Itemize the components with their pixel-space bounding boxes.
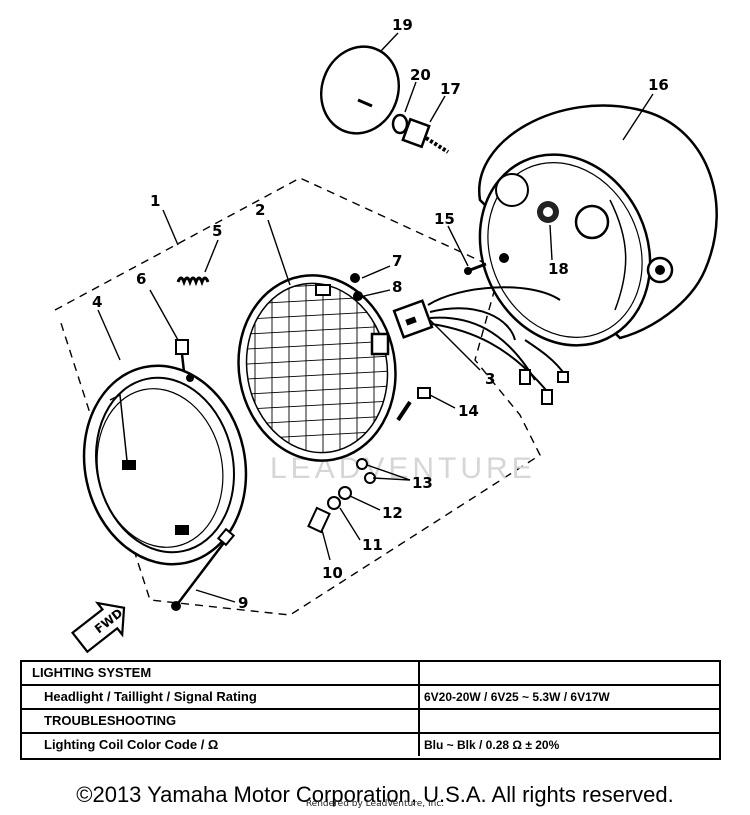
callout-2: 2 xyxy=(255,201,265,219)
adjust-spring xyxy=(176,276,210,287)
callout-6: 6 xyxy=(136,270,146,288)
callout-20: 20 xyxy=(410,66,431,84)
table-row: Lighting Coil Color Code / Ω Blu ~ Blk /… xyxy=(22,734,719,758)
callout-7: 7 xyxy=(392,252,402,270)
nut-7 xyxy=(350,273,360,283)
sealed-beam-unit xyxy=(233,272,401,464)
mount-screw xyxy=(171,527,236,611)
callout-1: 1 xyxy=(150,192,160,210)
headlight-exploded-diagram: LEADVENTURE xyxy=(54,16,718,654)
callout-4: 4 xyxy=(92,293,102,311)
table-cell-value xyxy=(420,710,719,732)
bulb-socket xyxy=(392,286,569,405)
callout-14: 14 xyxy=(458,402,479,420)
callout-16: 16 xyxy=(648,76,669,94)
callout-19: 19 xyxy=(392,16,413,34)
callout-10: 10 xyxy=(322,564,343,582)
assembly-boundary xyxy=(54,177,541,616)
fwd-arrow: FWD xyxy=(71,601,125,654)
table-cell-label: Headlight / Taillight / Signal Rating xyxy=(22,686,420,708)
headlight-rim xyxy=(82,364,248,566)
adjust-bolt xyxy=(401,117,450,154)
washer xyxy=(391,113,409,135)
dust-cap xyxy=(320,45,400,135)
table-cell-value: Blu ~ Blk / 0.28 Ω ± 20% xyxy=(424,738,560,752)
callout-15: 15 xyxy=(434,210,455,228)
table-row: TROUBLESHOOTING xyxy=(22,710,719,734)
table-cell-label: Lighting Coil Color Code / Ω xyxy=(22,734,420,756)
table-row: LIGHTING SYSTEM xyxy=(22,662,719,686)
rendered-by-credit: Rendered by LeadVenture, Inc. xyxy=(305,799,445,809)
callout-18: 18 xyxy=(548,260,569,278)
washer-12 xyxy=(338,486,352,500)
table-cell-label: LIGHTING SYSTEM xyxy=(22,662,420,684)
leader-lines xyxy=(97,32,654,603)
callout-5: 5 xyxy=(212,222,222,240)
nut-8 xyxy=(353,291,363,301)
copyright-notice: ©2013 Yamaha Motor Corporation, U.S.A. A… xyxy=(76,782,674,807)
collar-10 xyxy=(307,506,331,534)
table-cell-value xyxy=(420,662,719,684)
nut-13 xyxy=(356,458,376,484)
lighting-spec-table: LIGHTING SYSTEM Headlight / Taillight / … xyxy=(20,660,721,760)
washer-11 xyxy=(327,496,341,510)
rim-screw xyxy=(175,339,189,373)
callout-11: 11 xyxy=(362,536,383,554)
table-cell-value: 6V20-20W / 6V25 ~ 5.3W / 6V17W xyxy=(424,690,610,704)
table-row: Headlight / Taillight / Signal Rating 6V… xyxy=(22,686,719,710)
headlight-housing xyxy=(478,104,718,347)
callout-9: 9 xyxy=(238,594,248,612)
callout-8: 8 xyxy=(392,278,402,296)
connector xyxy=(396,387,431,422)
callout-17: 17 xyxy=(440,80,461,98)
housing-screw xyxy=(464,262,487,275)
callout-3: 3 xyxy=(485,370,495,388)
table-cell-label: TROUBLESHOOTING xyxy=(22,710,420,732)
callout-13: 13 xyxy=(412,474,433,492)
callout-12: 12 xyxy=(382,504,403,522)
